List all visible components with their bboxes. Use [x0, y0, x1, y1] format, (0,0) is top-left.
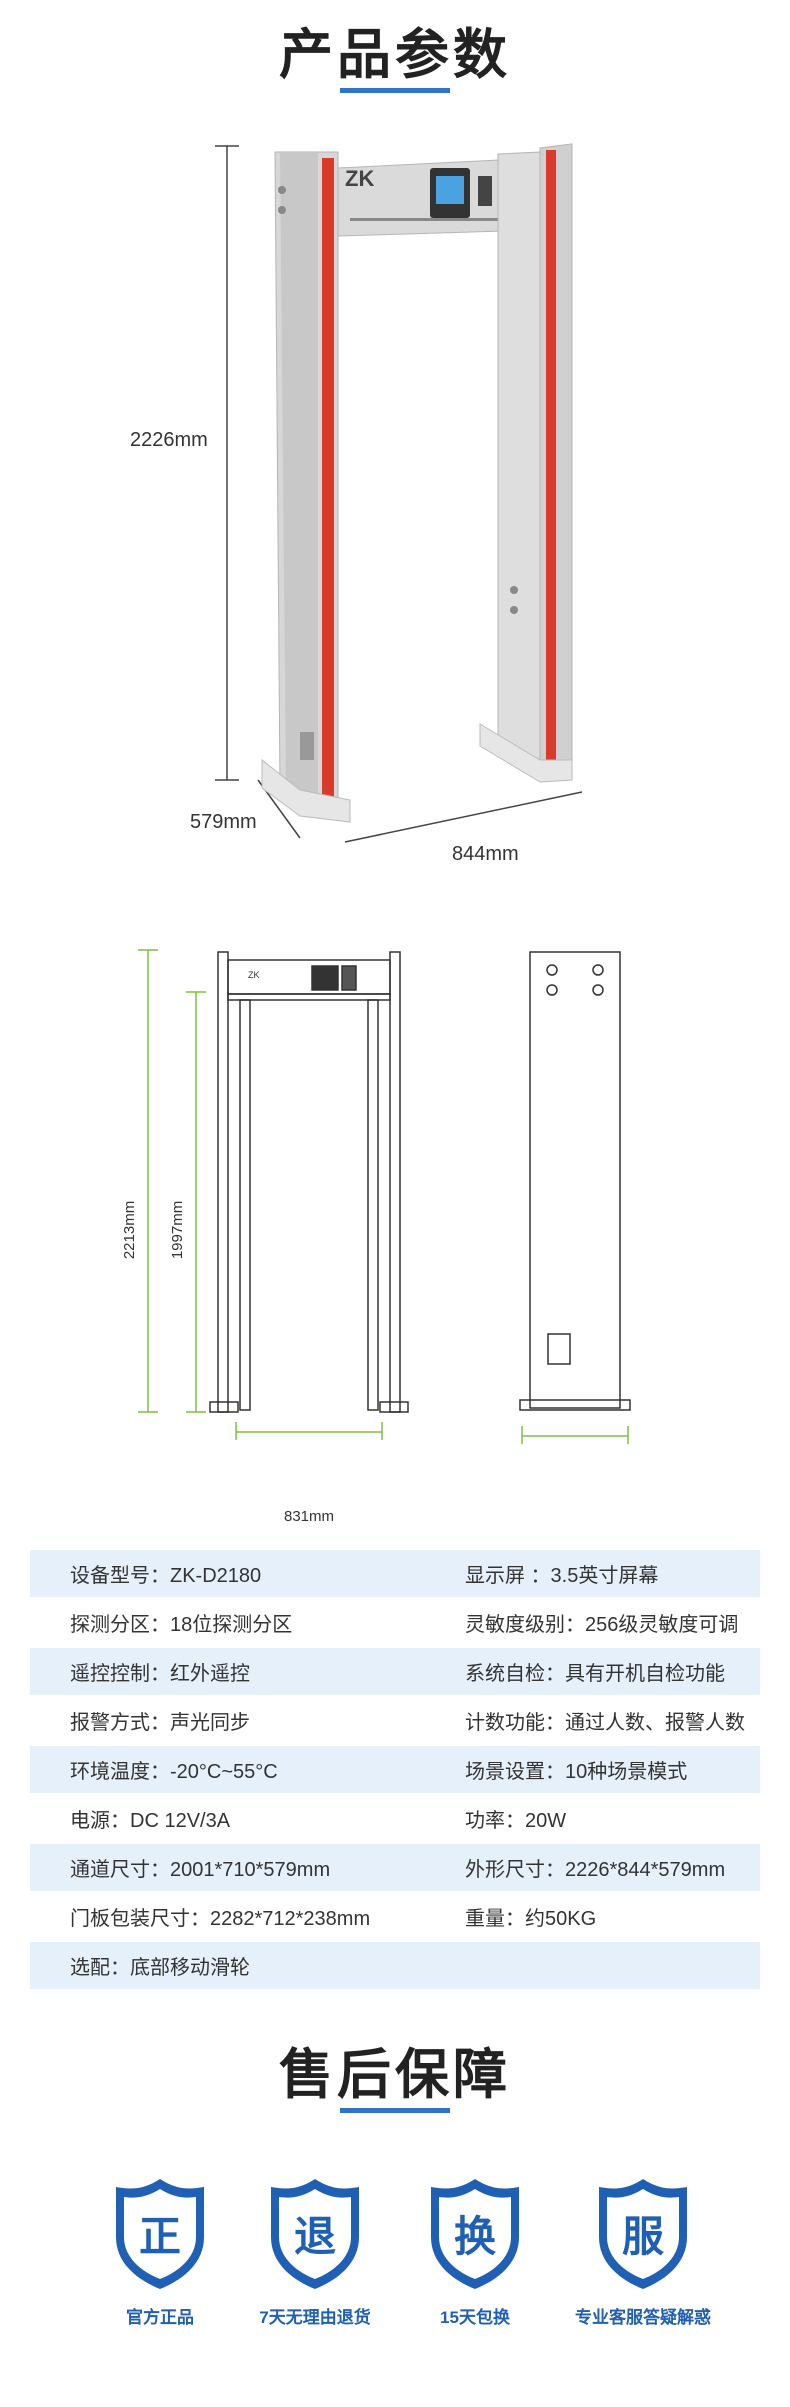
spec-cell: 外形尺寸：2226*844*579mm [465, 1859, 726, 1881]
guarantee-item: 服 专业客服答疑解惑 [568, 2175, 718, 2328]
spec-cell: 功率：20W [465, 1810, 567, 1832]
shield-icon: 正 [116, 2179, 204, 2289]
spec-cell: 选配：底部移动滑轮 [70, 1957, 250, 1979]
spec-cell: 报警方式：声光同步 [70, 1712, 250, 1734]
height-dim-label: 2226mm [130, 429, 208, 451]
spec-cell: 探测分区：18位探测分区 [70, 1614, 293, 1636]
svg-text:换: 换 [454, 2212, 496, 2261]
guarantee-label: 15天包换 [440, 2308, 510, 2327]
section-title-aftersales: 售后保障 [279, 2043, 511, 2106]
shield-icon: 服 [599, 2179, 687, 2289]
svg-text:ZK: ZK [345, 166, 374, 191]
guarantee-badges: 正 官方正品 退 7天无理由退货 换 15天包换 服 专业客服答疑解惑 [0, 2175, 790, 2375]
guarantee-label: 专业客服答疑解惑 [575, 2308, 711, 2327]
svg-text:退: 退 [294, 2212, 336, 2261]
product-illustration: 2226mm 579mm 844mm ZK [130, 143, 583, 865]
spec-cell: 重量：约50KG [465, 1908, 597, 1930]
spec-cell: 门板包装尺寸：2282*712*238mm [70, 1908, 371, 1930]
title-underline [340, 2108, 450, 2113]
svg-text:ZK: ZK [248, 970, 260, 980]
spec-row: 环境温度：-20°C~55°C 场景设置：10种场景模式 [30, 1746, 760, 1793]
svg-text:正: 正 [139, 2212, 181, 2261]
right-led-strip [546, 150, 556, 770]
spec-cell: 显示屏 ：3.5英寸屏幕 [465, 1565, 659, 1587]
spec-row: 报警方式：声光同步 计数功能：通过人数、报警人数 [30, 1697, 760, 1744]
front-view-gate [209, 951, 409, 1413]
spec-cell: 环境温度：-20°C~55°C [70, 1761, 278, 1783]
svg-text:服: 服 [622, 2212, 664, 2261]
spec-cell: 通道尺寸：2001*710*579mm [70, 1859, 331, 1881]
spec-row: 门板包装尺寸：2282*712*238mm 重量：约50KG [30, 1893, 760, 1940]
outer-height-label: 2213mm [121, 1201, 138, 1259]
drawing-views: 2213mm 1997mm ZK 707mm 474mm [121, 949, 631, 1450]
spec-cell: 设备型号：ZK-D2180 [70, 1565, 262, 1587]
section-title-specs: 产品参数 [279, 23, 511, 86]
inner-height-label: 1997mm [169, 1201, 186, 1259]
inner-width-label: 707mm [284, 1449, 334, 1450]
spec-cell: 系统自检：具有开机自检功能 [465, 1663, 725, 1685]
guarantee-item: 换 15天包换 [410, 2175, 540, 2328]
left-pillar [261, 151, 351, 823]
spec-row: 通道尺寸：2001*710*579mm 外形尺寸：2226*844*579mm [30, 1844, 760, 1891]
outer-width-label: 831mm [283, 1508, 335, 1525]
spec-row: 设备型号：ZK-D2180 显示屏 ：3.5英寸屏幕 [30, 1550, 760, 1597]
spec-cell: 场景设置：10种场景模式 [465, 1761, 688, 1783]
spec-cell: 计数功能：通过人数、报警人数 [465, 1712, 745, 1734]
spec-cell: 遥控控制：红外遥控 [70, 1663, 250, 1685]
guarantee-item: 退 7天无理由退货 [250, 2175, 380, 2328]
spec-table: 设备型号：ZK-D2180 显示屏 ：3.5英寸屏幕 探测分区：18位探测分区 … [30, 1550, 760, 1991]
shield-icon: 退 [271, 2179, 359, 2289]
left-led-strip [322, 158, 334, 798]
width-dim-label: 844mm [452, 843, 519, 865]
side-view-gate [519, 951, 631, 1411]
top-beam: ZK [337, 157, 541, 237]
spec-row: 电源：DC 12V/3A 功率：20W [30, 1795, 760, 1842]
guarantee-label: 官方正品 [126, 2308, 194, 2327]
right-pillar [479, 143, 573, 783]
spec-row: 遥控控制：红外遥控 系统自检：具有开机自检功能 [30, 1648, 760, 1695]
shield-icon: 换 [431, 2179, 519, 2289]
title-underline [340, 88, 450, 93]
spec-row: 探测分区：18位探测分区 灵敏度级别：256级灵敏度可调 [30, 1599, 760, 1646]
spec-cell: 电源：DC 12V/3A [70, 1810, 231, 1832]
spec-cell: 灵敏度级别：256级灵敏度可调 [465, 1614, 739, 1636]
guarantee-item: 正 官方正品 [95, 2175, 225, 2328]
guarantee-label: 7天无理由退货 [259, 2308, 371, 2327]
depth-dim-label: 579mm [190, 811, 257, 833]
spec-row: 选配：底部移动滑轮 [30, 1942, 760, 1989]
